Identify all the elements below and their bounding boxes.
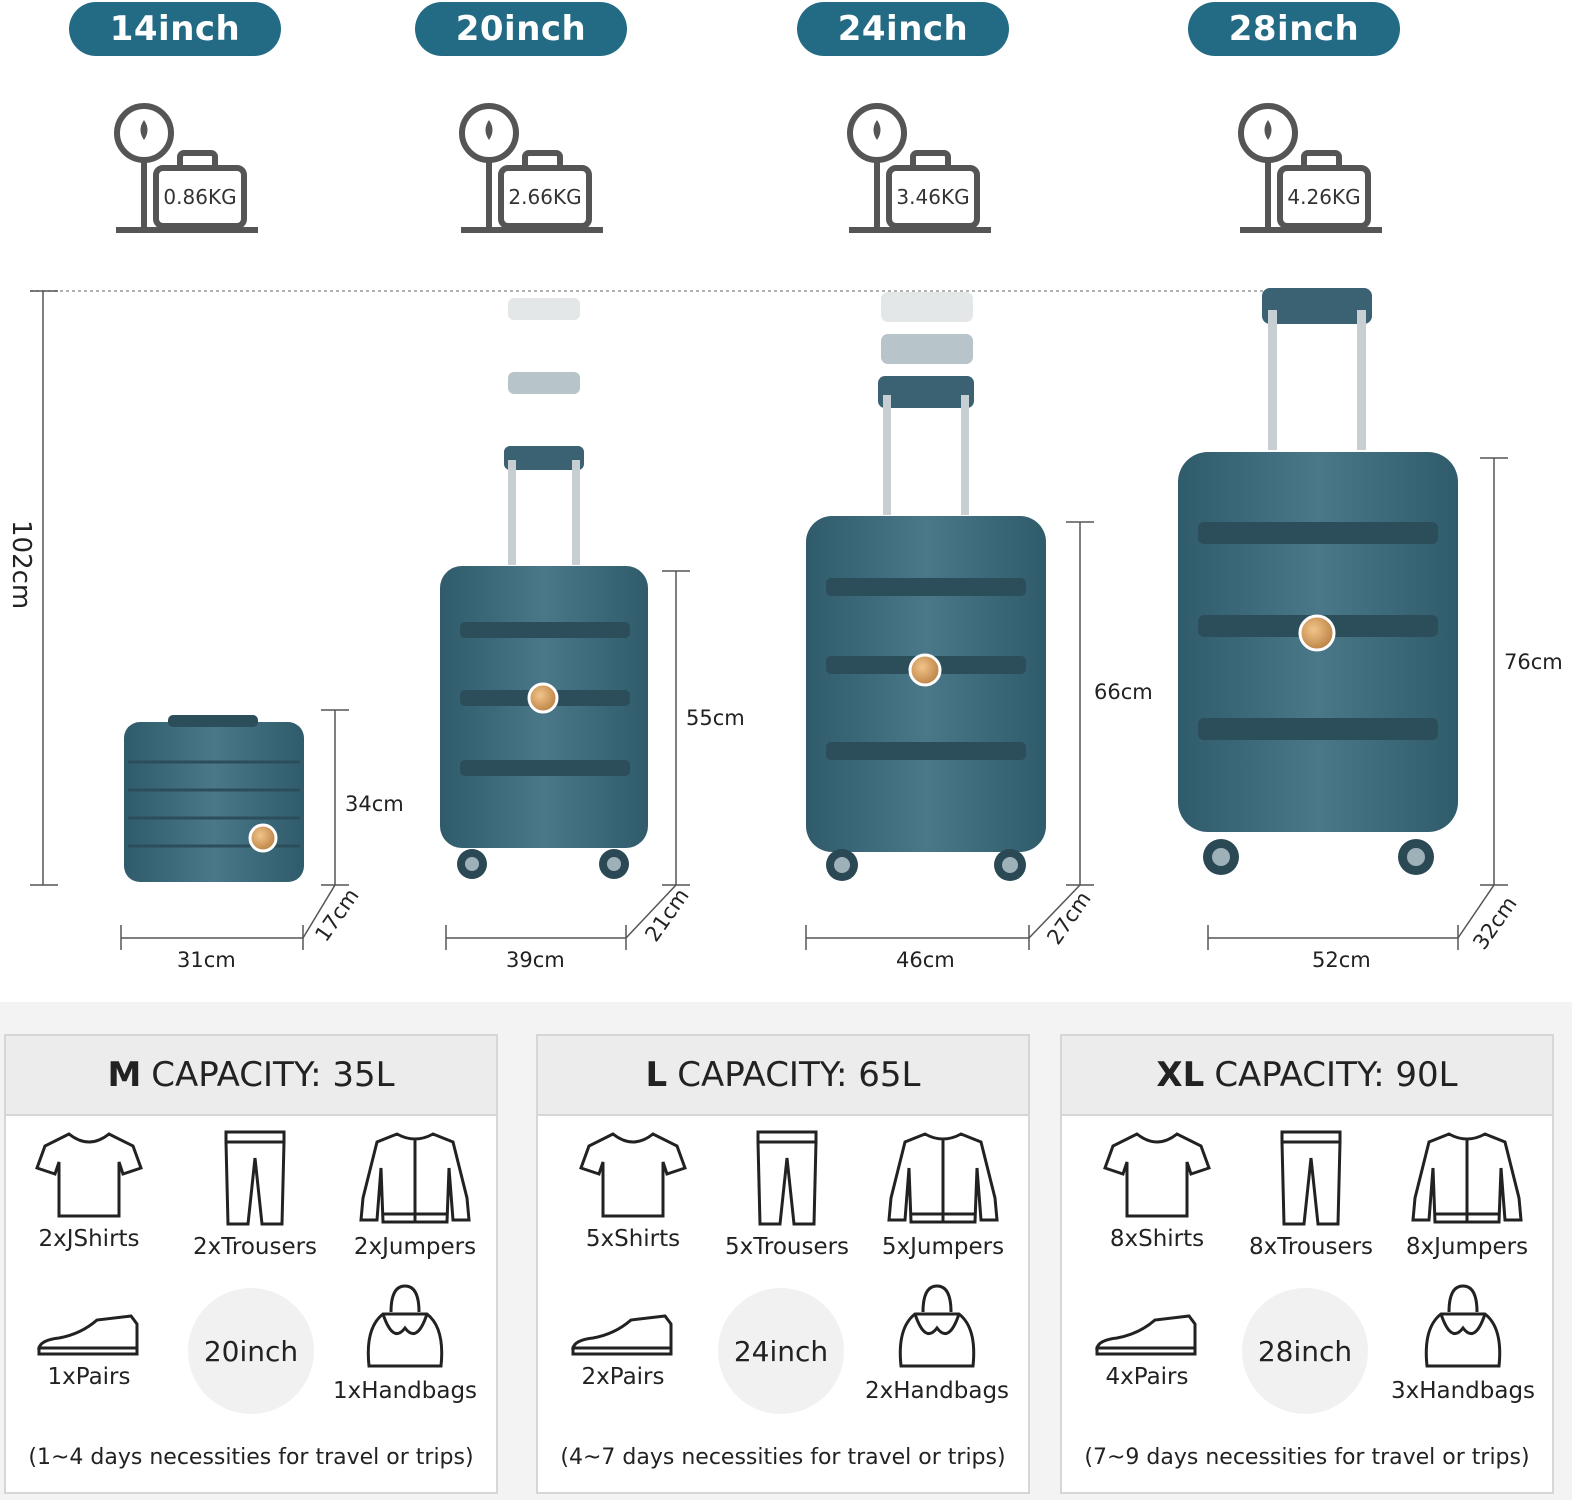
item-label: 1xHandbags [332, 1378, 478, 1404]
capacity-heading: L CAPACITY: 65L [538, 1036, 1028, 1116]
shirt-icon [579, 1132, 687, 1218]
item-label: 1xPairs [47, 1364, 131, 1390]
luggage-20inch [440, 298, 648, 879]
shoe-icon [37, 1314, 139, 1356]
item-label: 8xShirts [1109, 1226, 1205, 1252]
capacity-text: CAPACITY: 90L [1214, 1055, 1458, 1095]
size-badge-14: 14inch [69, 2, 281, 56]
duration-note: (1~4 days necessities for travel or trip… [28, 1445, 474, 1470]
total-height-label: 102cm [6, 520, 36, 610]
weight-label: 4.26KG [1287, 185, 1360, 209]
item-label: 2xTrousers [192, 1234, 318, 1260]
duration-note: (7~9 days necessities for travel or trip… [1084, 1445, 1530, 1470]
handbags-item: 3xHandbags [1388, 1282, 1538, 1404]
item-label: 2xPairs [581, 1364, 665, 1390]
handbag-icon [898, 1284, 976, 1368]
shirts-item: 5xShirts [558, 1128, 708, 1252]
size-letter: M [107, 1055, 142, 1095]
handbag-icon [1424, 1284, 1502, 1368]
pairs-item: 2xPairs [548, 1312, 698, 1390]
height-label-24: 66cm [1094, 680, 1153, 704]
shirts-item: 8xShirts [1082, 1128, 1232, 1252]
trousers-item: 2xTrousers [180, 1128, 330, 1260]
size-badge-20: 20inch [415, 2, 627, 56]
item-label: 3xHandbags [1390, 1378, 1536, 1404]
height-label-20: 55cm [686, 706, 745, 730]
capacity-text: CAPACITY: 35L [151, 1055, 395, 1095]
jumpers-item: 2xJumpers [340, 1128, 490, 1260]
item-label: 5xJumpers [881, 1234, 1005, 1260]
handbag-icon [366, 1284, 444, 1368]
jumper-icon [359, 1132, 471, 1224]
trousers-icon [1280, 1130, 1342, 1226]
jumper-icon [1411, 1132, 1523, 1224]
luggage-14inch [124, 715, 304, 882]
luggage-set-illustration [30, 288, 1508, 950]
size-letter: XL [1156, 1055, 1205, 1095]
width-label-14: 31cm [177, 948, 236, 972]
capacity-panel-m: M CAPACITY: 35L 2xJShirts 2xTrousers 2xJ… [4, 1034, 498, 1494]
capacity-panel-l: L CAPACITY: 65L 5xShirts 5xTrousers 5xJu… [536, 1034, 1030, 1494]
handbags-item: 1xHandbags [330, 1282, 480, 1404]
size-badge-28: 28inch [1188, 2, 1400, 56]
pairs-item: 1xPairs [14, 1312, 164, 1390]
luggage-24inch [806, 292, 1046, 881]
item-label: 5xTrousers [724, 1234, 850, 1260]
scale-icon: 0.86KG [114, 103, 258, 233]
duration-note: (4~7 days necessities for travel or trip… [560, 1445, 1006, 1470]
height-label-14: 34cm [345, 792, 404, 816]
item-label: 5xShirts [585, 1226, 681, 1252]
weight-label: 0.86KG [163, 185, 236, 209]
width-label-24: 46cm [896, 948, 955, 972]
item-label: 4xPairs [1105, 1364, 1189, 1390]
handbags-item: 2xHandbags [862, 1282, 1012, 1404]
scale-icon: 3.46KG [847, 103, 991, 233]
item-label: 2xHandbags [864, 1378, 1010, 1404]
weight-label: 3.46KG [896, 185, 969, 209]
size-circle: 20inch [188, 1288, 314, 1414]
shirt-icon [35, 1132, 143, 1218]
item-label: 8xJumpers [1405, 1234, 1529, 1260]
jumpers-item: 8xJumpers [1392, 1128, 1542, 1260]
scale-icon: 4.26KG [1238, 103, 1382, 233]
capacity-heading: M CAPACITY: 35L [6, 1036, 496, 1116]
pairs-item: 4xPairs [1072, 1312, 1222, 1390]
width-label-28: 52cm [1312, 948, 1371, 972]
shoe-icon [1095, 1314, 1197, 1356]
shirt-icon [1103, 1132, 1211, 1218]
jumpers-item: 5xJumpers [868, 1128, 1018, 1260]
size-badge-24: 24inch [797, 2, 1009, 56]
weight-label: 2.66KG [508, 185, 581, 209]
scale-icon: 2.66KG [459, 103, 603, 233]
trousers-item: 5xTrousers [712, 1128, 862, 1260]
trousers-icon [224, 1130, 286, 1226]
size-circle: 24inch [718, 1288, 844, 1414]
shirts-item: 2xJShirts [14, 1128, 164, 1252]
luggage-28inch [1178, 288, 1458, 875]
item-label: 2xJShirts [38, 1226, 140, 1252]
capacity-text: CAPACITY: 65L [677, 1055, 921, 1095]
shoe-icon [571, 1314, 673, 1356]
size-circle: 28inch [1242, 1288, 1368, 1414]
capacity-panel-xl: XL CAPACITY: 90L 8xShirts 8xTrousers 8xJ… [1060, 1034, 1554, 1494]
capacity-heading: XL CAPACITY: 90L [1062, 1036, 1552, 1116]
jumper-icon [887, 1132, 999, 1224]
trousers-item: 8xTrousers [1236, 1128, 1386, 1260]
item-label: 8xTrousers [1248, 1234, 1374, 1260]
item-label: 2xJumpers [353, 1234, 477, 1260]
size-letter: L [645, 1055, 668, 1095]
height-label-28: 76cm [1504, 650, 1563, 674]
trousers-icon [756, 1130, 818, 1226]
width-label-20: 39cm [506, 948, 565, 972]
